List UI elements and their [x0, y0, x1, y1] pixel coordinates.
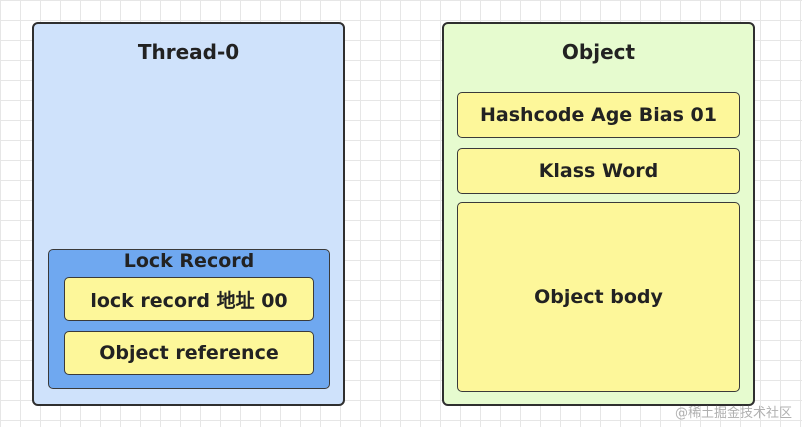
object-body-box: Object body — [457, 202, 740, 392]
watermark-text: @稀土掘金技术社区 — [674, 406, 792, 421]
lock-record-title: Lock Record — [123, 250, 255, 272]
object-reference-box: Object reference — [64, 331, 314, 375]
object-title: Object — [561, 40, 636, 64]
klass-word-box: Klass Word — [457, 148, 740, 194]
thread-title: Thread-0 — [137, 40, 240, 64]
lock-record-address-box: lock record 地址 00 — [64, 277, 314, 321]
mark-word-box: Hashcode Age Bias 01 — [457, 92, 740, 138]
